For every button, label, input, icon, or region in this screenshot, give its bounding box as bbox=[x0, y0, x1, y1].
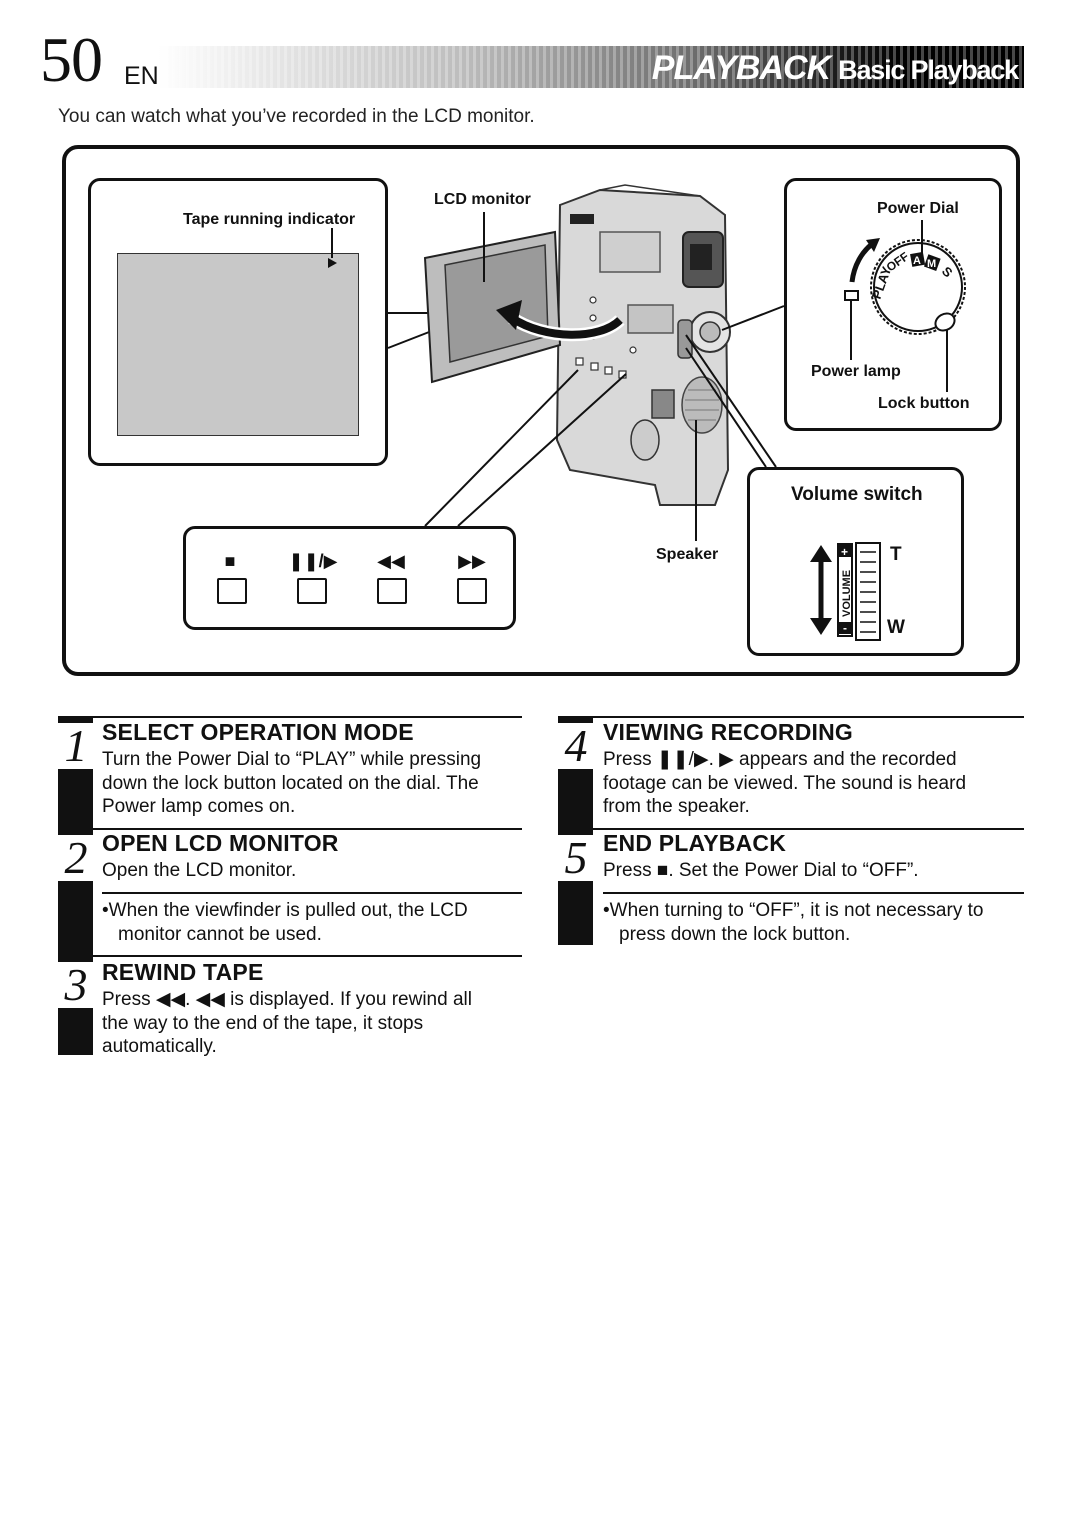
step1-line1: Turn the Power Dial to “PLAY” while pres… bbox=[102, 749, 482, 770]
volume-switch-label: Volume switch bbox=[791, 484, 923, 505]
step3-line2: the way to the end of the tape, it stops bbox=[102, 1012, 424, 1034]
lcd-monitor-label: LCD monitor bbox=[434, 191, 531, 208]
dial-turn-arrow bbox=[866, 238, 880, 252]
header-gradient-bar bbox=[158, 46, 1024, 88]
fast-forward-symbol: ▶▶ bbox=[458, 551, 486, 571]
step5-body: Press ■. Set the Power Dial to “OFF”. bbox=[603, 859, 1023, 883]
step2-body: Open the LCD monitor. bbox=[102, 859, 522, 883]
volume-text: VOLUME bbox=[841, 570, 853, 617]
tele-label: T bbox=[890, 544, 902, 565]
step2-line1: Open the LCD monitor. bbox=[102, 860, 297, 881]
step4-number: 4 bbox=[558, 723, 594, 769]
section-name: PLAYBACK bbox=[651, 49, 831, 87]
intro-text: You can watch what you’ve recorded in th… bbox=[58, 106, 535, 127]
rewind-symbol: ◀◀ bbox=[377, 551, 405, 571]
volume-plus-mark: + bbox=[841, 545, 848, 559]
open-direction-arrow bbox=[509, 314, 623, 339]
step3-title: REWIND TAPE bbox=[102, 959, 264, 985]
step3-body: Press ◀◀. ◀◀ is displayed. If you rewind… bbox=[102, 988, 522, 1059]
step5-line1: Press ■. Set the Power Dial to “OFF”. bbox=[603, 860, 919, 881]
step3-rule bbox=[58, 955, 522, 957]
rewind-button[interactable] bbox=[377, 578, 407, 604]
volume-slider-icon: + - VOLUME bbox=[810, 542, 881, 641]
step2-note: •When the viewfinder is pulled out, the … bbox=[102, 900, 468, 945]
step4-title: VIEWING RECORDING bbox=[603, 719, 854, 745]
page-language: EN bbox=[124, 62, 159, 90]
play-pause-symbol: ❚❚/▶ bbox=[288, 551, 338, 571]
power-dial-label: Power Dial bbox=[877, 200, 959, 217]
step4-rule bbox=[558, 716, 1024, 718]
step2-number: 2 bbox=[58, 835, 94, 881]
step2-title: OPEN LCD MONITOR bbox=[102, 830, 339, 856]
page-number: 50 bbox=[40, 24, 103, 95]
step5-title: END PLAYBACK bbox=[603, 830, 787, 856]
speaker-label: Speaker bbox=[656, 546, 719, 563]
lcd-monitor-icon bbox=[423, 230, 562, 384]
step5-number: 5 bbox=[558, 835, 594, 881]
tape-running-indicator-label: Tape running indicator bbox=[183, 211, 356, 228]
stop-symbol: ■ bbox=[224, 551, 236, 571]
wide-label: W bbox=[887, 617, 905, 638]
step2-note-rule bbox=[102, 892, 522, 894]
fast-forward-button[interactable] bbox=[457, 578, 487, 604]
lcd-screen bbox=[117, 253, 359, 436]
step1-body: Turn the Power Dial to “PLAY” while pres… bbox=[102, 748, 522, 819]
step4-body: Press ❚❚/▶. ▶ appears and the recorded f… bbox=[603, 748, 1023, 819]
step4-line2: footage can be viewed. The sound is hear… bbox=[603, 772, 967, 794]
lock-button-icon bbox=[934, 312, 956, 332]
step1-line2: down the lock button located on the dial… bbox=[102, 772, 479, 794]
step1-rule bbox=[58, 716, 522, 718]
lock-button-label: Lock button bbox=[878, 395, 970, 412]
power-dial-icon: PLAY OFF A M S bbox=[869, 239, 966, 335]
subsection-name: Basic Playback bbox=[838, 55, 1019, 85]
dial-m-mark: M bbox=[927, 258, 936, 270]
step1-title: SELECT OPERATION MODE bbox=[102, 719, 414, 745]
step4-line1: Press ❚❚/▶. ▶ appears and the recorded bbox=[603, 749, 957, 770]
step5-note: •When turning to “OFF”, it is not necess… bbox=[603, 900, 984, 945]
step3-line1: Press ◀◀. ◀◀ is displayed. If you rewind… bbox=[102, 989, 472, 1010]
illustration-frame bbox=[62, 145, 1020, 676]
power-lamp-label: Power lamp bbox=[811, 363, 901, 380]
play-indicator-icon bbox=[328, 258, 337, 268]
step2-rule bbox=[58, 828, 522, 830]
step1-number: 1 bbox=[58, 723, 94, 769]
step3-line3: automatically. bbox=[102, 1036, 217, 1057]
step5-note-rule bbox=[603, 892, 1024, 894]
camera-illustration: PLAY OFF A M S + - VOLUME bbox=[328, 184, 966, 641]
step5-rule bbox=[558, 828, 1024, 830]
step3-number: 3 bbox=[58, 962, 94, 1008]
dial-a-mark: A bbox=[913, 255, 921, 267]
step1-line3: Power lamp comes on. bbox=[102, 796, 296, 817]
play-pause-button[interactable] bbox=[297, 578, 327, 604]
stop-button[interactable] bbox=[217, 578, 247, 604]
step4-line3: from the speaker. bbox=[603, 796, 750, 817]
volume-minus-mark: - bbox=[843, 621, 847, 635]
camcorder-icon bbox=[555, 184, 731, 506]
power-lamp-icon bbox=[844, 290, 859, 301]
